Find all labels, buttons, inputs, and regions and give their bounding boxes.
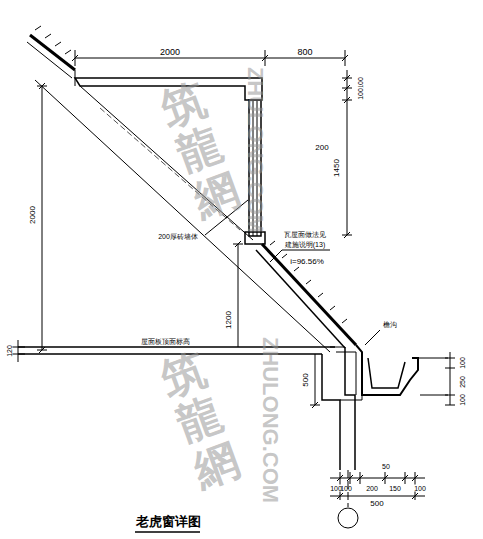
annotation-text: i=96.56% [289,258,325,266]
dimension-text: 100 [339,485,353,492]
dimension-text: 120 [6,344,13,358]
dimension-text: 100 [413,485,427,492]
dimension-text: 200 [365,485,379,492]
annotation-text: 建施说明(13) [284,241,326,248]
dimension-text: 100 [357,87,364,101]
dimension-text: 2000 [159,48,181,57]
dimension-text: 250 [459,375,466,389]
annotation-text: 200厚砖墙体 [157,233,199,240]
dimension-text: 200 [314,144,329,152]
dimension-text: 100 [459,393,466,407]
dimension-text: 2000 [29,205,37,225]
dimension-text: 1450 [333,158,341,178]
annotation-text: 瓦屋面做法见 [283,231,327,238]
dimension-text: 1200 [225,310,233,330]
watermark: 筑龍網 [155,344,246,495]
dimension-text: 500 [369,500,384,508]
drawing-title: 老虎窗详图 [136,515,201,528]
dimension-text: 500 [302,372,310,387]
annotation-text: 檐沟 [382,321,398,328]
watermark: ZHULONG.COM [244,67,266,233]
watermark: ZHULONG.COM [259,337,281,503]
dimension-text: 50 [381,463,391,470]
dimension-text: 150 [388,485,402,492]
annotation-text: 屋面板顶面标高 [140,338,191,345]
dimension-text: 800 [296,48,313,57]
dimension-text: 100 [459,356,466,370]
